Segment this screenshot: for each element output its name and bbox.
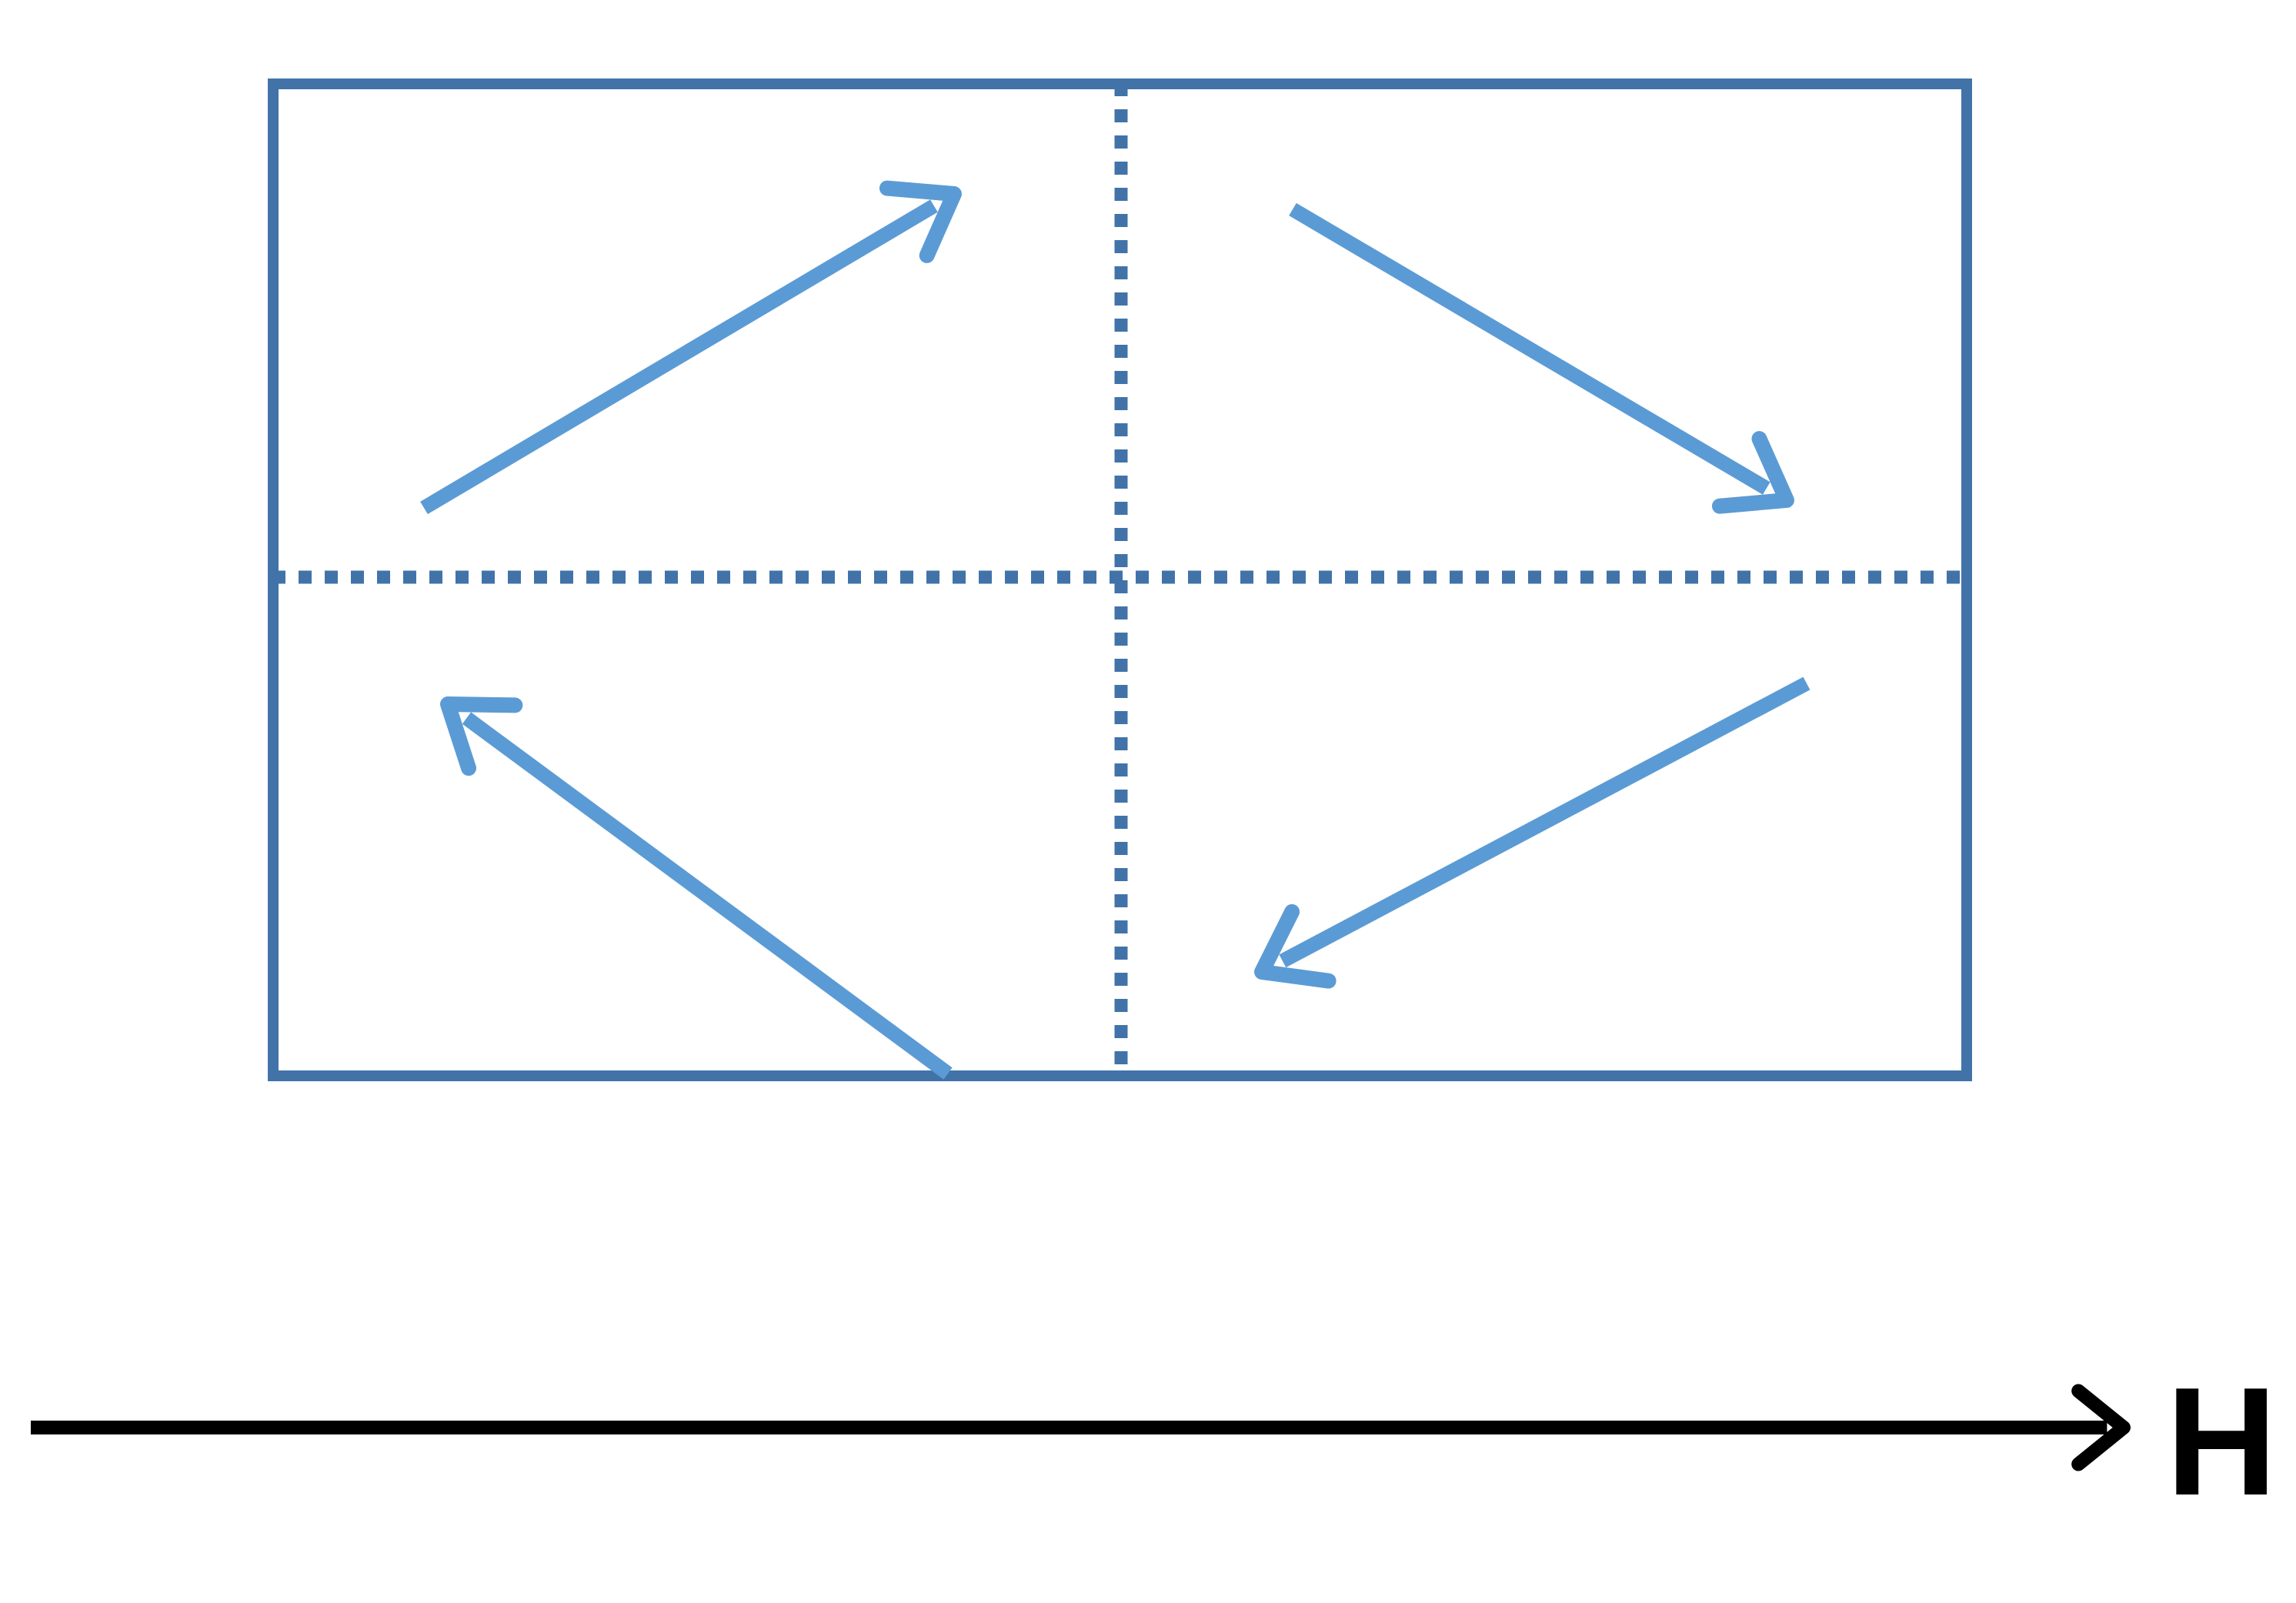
domain-arrow-top-right [1289,202,1794,514]
field-axis-label: H [2166,1356,2277,1528]
domain-arrow-top-left [420,180,962,515]
field-axis-arrowhead [2071,1384,2131,1471]
magnetic-field-axis: H [31,1356,2277,1528]
domain-arrow-bottom-right [1254,676,1810,989]
domain-arrow-bottom-left [440,696,953,1080]
